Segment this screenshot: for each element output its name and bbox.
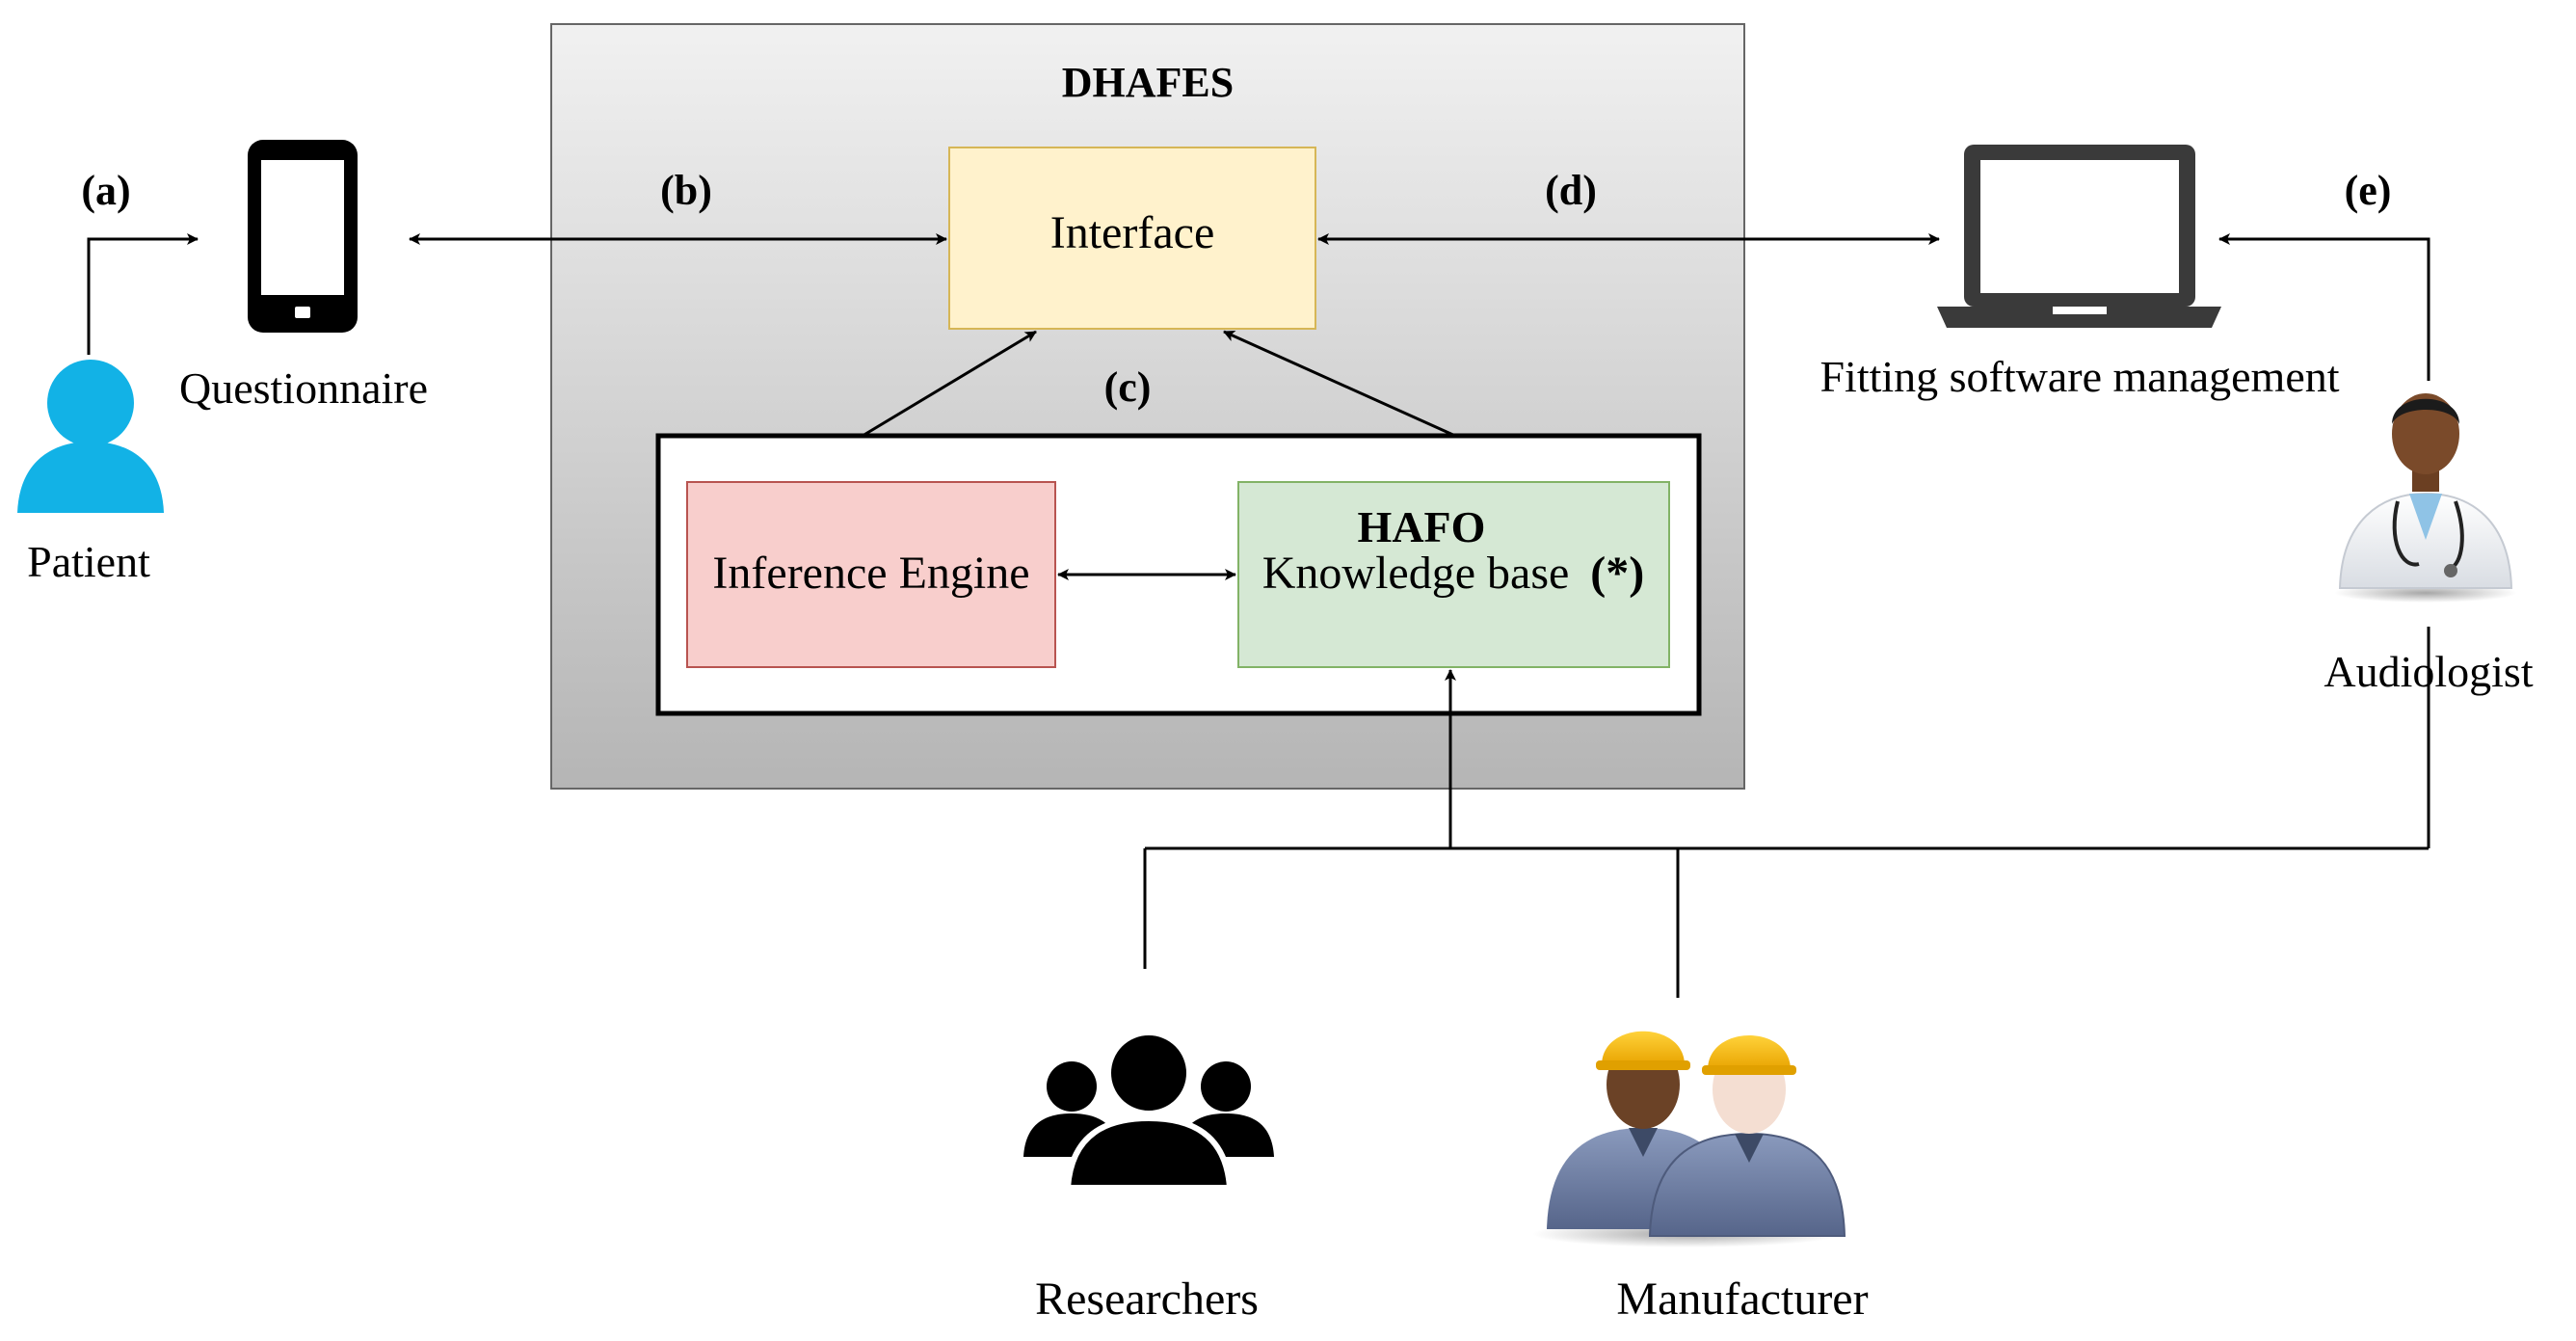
engine-to-interface-arrow	[862, 330, 1037, 438]
patient-phone-arrow	[87, 233, 199, 355]
step-c-label: (c)	[1104, 363, 1152, 411]
inference-engine-label: Inference Engine	[712, 548, 1029, 599]
manufacturer-label: Manufacturer	[1616, 1274, 1868, 1325]
researchers-label: Researchers	[1035, 1274, 1259, 1325]
system-title: DHAFES	[1062, 59, 1234, 106]
step-labels: (a) (b) (c) (d) (e)	[81, 167, 2391, 411]
step-d-label: (d)	[1545, 167, 1597, 214]
knowledge-base-box: HAFO Knowledge base (*)	[1237, 481, 1670, 668]
step-e-label: (e)	[2345, 167, 2392, 214]
questionnaire-label: Questionnaire	[179, 363, 428, 413]
connectors	[87, 233, 2430, 998]
laptop-icon	[1937, 145, 2221, 328]
kb-to-interface-arrow	[1223, 330, 1456, 438]
svg-text:Knowledge base (*): Knowledge base (*)	[1262, 548, 1645, 599]
manufacturer-icon	[1532, 1031, 1846, 1247]
kb-mark: (*)	[1590, 548, 1644, 599]
audiologist-icon	[2334, 393, 2517, 603]
researchers-icon	[1023, 1030, 1274, 1191]
kb-label: Knowledge base	[1262, 548, 1570, 599]
kb-title: HAFO	[1358, 502, 1486, 551]
fitting-label: Fitting software management	[1819, 352, 2339, 401]
inference-engine-box: Inference Engine	[686, 481, 1056, 668]
interface-label: Interface	[1050, 207, 1215, 258]
interface-box: Interface	[948, 147, 1316, 330]
step-b-label: (b)	[660, 167, 712, 214]
patient-label: Patient	[27, 537, 150, 586]
patient-icon	[17, 360, 164, 513]
smartphone-icon	[248, 140, 358, 333]
audiologist-laptop-arrow	[2218, 233, 2430, 381]
step-a-label: (a)	[81, 167, 130, 214]
audiologist-label: Audiologist	[2324, 647, 2533, 696]
